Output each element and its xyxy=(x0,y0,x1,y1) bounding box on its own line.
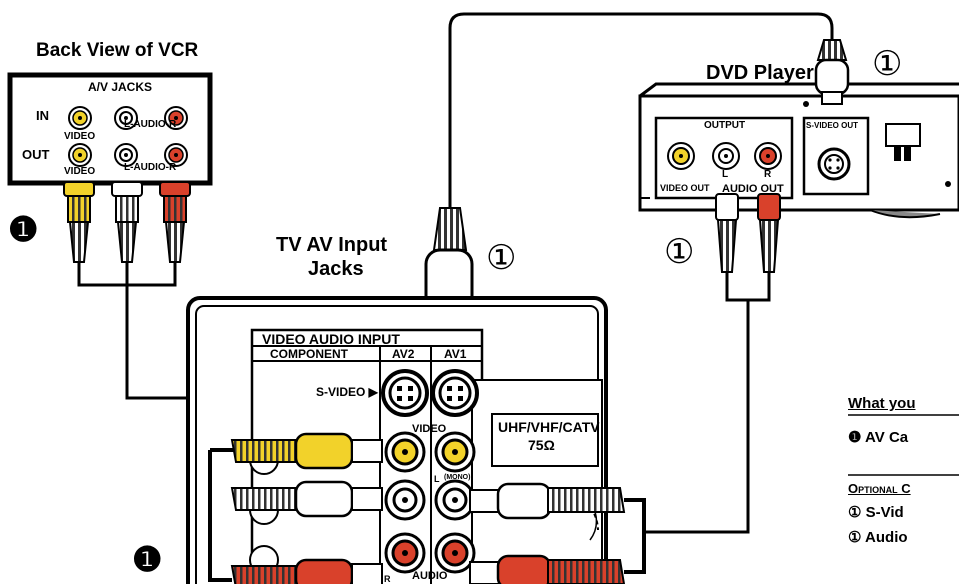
tv-av-cable-vcr-side xyxy=(208,432,383,584)
dvd-audio-left-jack xyxy=(712,142,740,170)
vcr-in-audio-label: L-AUDIO-R xyxy=(124,119,177,130)
legend-item-av-cable: ❶ AV Ca xyxy=(848,429,909,446)
vcr-in-audio-left-jack xyxy=(114,106,138,130)
dvd-svideo-jack xyxy=(817,147,851,181)
tv-title-line1: TV AV Input xyxy=(276,234,388,256)
tv-header-label: VIDEO AUDIO INPUT xyxy=(262,331,400,347)
marker-optional-audio: ① xyxy=(664,233,695,271)
dvd-title: DVD Player xyxy=(706,62,814,84)
vcr-title: Back View of VCR xyxy=(36,40,199,61)
dvd-audio-out-label: AUDIO OUT xyxy=(722,183,784,195)
tv-mono-label: (MONO) xyxy=(444,474,471,481)
tv-av2-audio-right-jack xyxy=(384,532,426,574)
tv-av1-video-jack xyxy=(434,431,476,473)
tv-av1-label: AV1 xyxy=(444,347,467,361)
dvd-player xyxy=(638,82,959,219)
vcr-out-audio-label: L-AUDIO-R xyxy=(124,162,177,173)
tv-video-label: VIDEO xyxy=(412,423,447,435)
tv-av2-svideo-jack xyxy=(381,369,429,417)
tv-av1-audio-right-jack xyxy=(434,532,476,574)
legend-box xyxy=(846,395,959,584)
marker-av-cable-tv: ❶ xyxy=(132,541,163,579)
vcr-in-video-label: VIDEO xyxy=(64,131,96,142)
dvd-video-out-jack xyxy=(667,142,695,170)
vcr-out-video-jack xyxy=(68,143,92,167)
dvd-audio-cable xyxy=(715,193,781,302)
marker-optional-svideo-tv: ① xyxy=(486,239,517,277)
dvd-l-label: L xyxy=(722,169,729,180)
vcr-in-video-jack xyxy=(68,106,92,130)
tv-component-label: COMPONENT xyxy=(270,347,348,361)
dvd-r-label: R xyxy=(764,169,772,180)
tv-av1-svideo-jack xyxy=(431,369,479,417)
dvd-svideo-out-label: S-VIDEO OUT xyxy=(806,121,859,130)
marker-optional-svideo-dvd: ① xyxy=(872,45,903,83)
marker-av-cable-vcr: ❶ xyxy=(8,211,39,249)
vcr-out-audio-right-jack xyxy=(164,143,188,167)
tv-audio-cable-dvd-side xyxy=(469,300,750,584)
tv-av1-audio-left-jack xyxy=(434,479,476,521)
legend-optional-heading: Optional C xyxy=(848,481,911,496)
tv-av2-video-jack xyxy=(384,431,426,473)
legend-item-audio: ① Audio xyxy=(848,529,908,546)
vcr-out-audio-left-jack xyxy=(114,143,138,167)
tv-r-label: R xyxy=(384,574,391,584)
tv-rf-line2: 75Ω xyxy=(528,437,555,453)
tv-av2-audio-left-jack xyxy=(384,479,426,521)
vcr-in-audio-right-jack xyxy=(164,106,188,130)
tv-rf-line1: UHF/VHF/CATV xyxy=(498,419,600,435)
tv-title-line2: Jacks xyxy=(308,258,364,280)
vcr-panel xyxy=(7,72,213,186)
dvd-output-label: OUTPUT xyxy=(704,120,746,131)
vcr-panel-title: A/V JACKS xyxy=(88,80,153,94)
vcr-out-video-label: VIDEO xyxy=(64,166,96,177)
vcr-out-label: OUT xyxy=(22,147,50,162)
dvd-audio-right-jack xyxy=(754,142,782,170)
tv-svideo-label: S-VIDEO ▶ xyxy=(316,385,378,399)
dvd-video-out-label: VIDEO OUT xyxy=(660,183,710,193)
vcr-in-label: IN xyxy=(36,108,49,123)
tv-av2-label: AV2 xyxy=(392,347,415,361)
tv-audio-label: AUDIO xyxy=(412,570,448,582)
tv-l-label: L xyxy=(434,474,440,484)
legend-heading: What you xyxy=(848,395,916,412)
legend-item-svideo: ① S-Vid xyxy=(848,504,904,521)
